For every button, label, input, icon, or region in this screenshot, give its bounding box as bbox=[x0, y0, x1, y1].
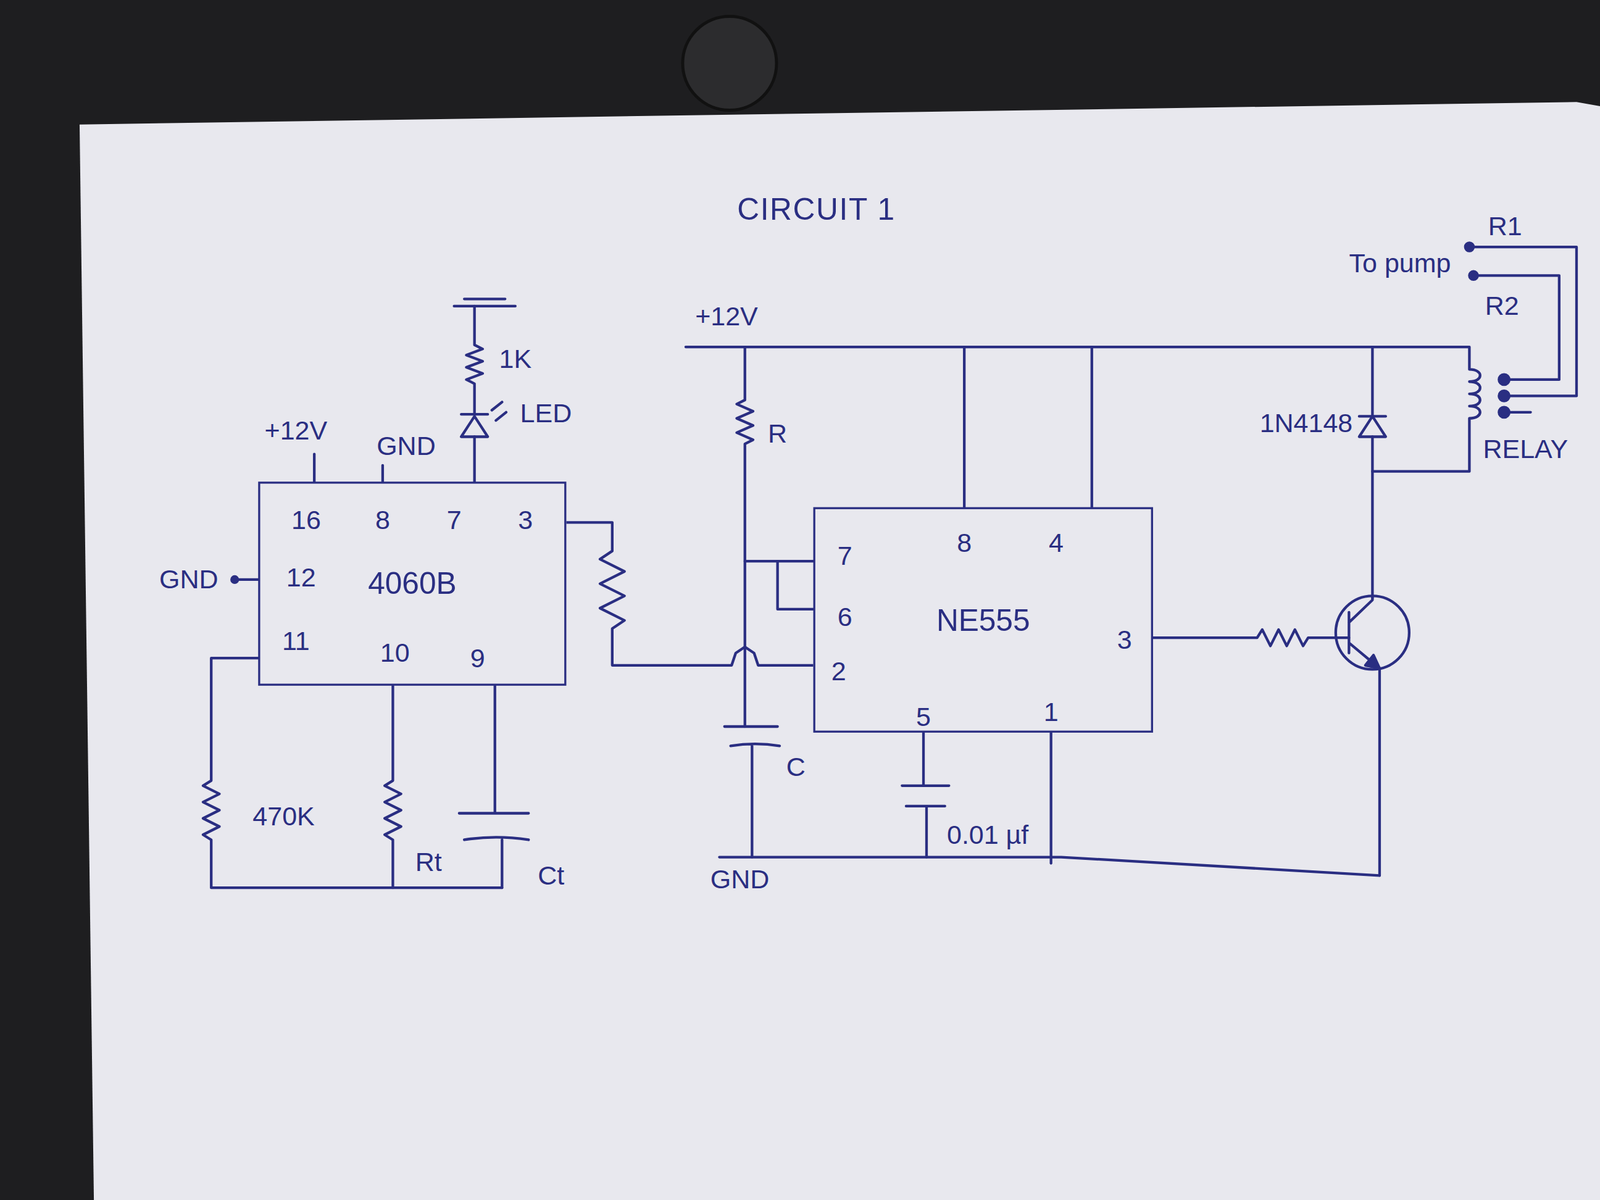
part-label: GND bbox=[376, 431, 436, 461]
supply-wire bbox=[964, 346, 1092, 508]
part-label: RELAY bbox=[1482, 434, 1568, 464]
ground-wire bbox=[237, 578, 259, 581]
chip-name: 4060B bbox=[359, 562, 465, 605]
terminal-dot bbox=[231, 576, 238, 583]
part-label: 1N4148 bbox=[1259, 408, 1354, 438]
supply-wire bbox=[312, 454, 316, 483]
capacitor-symbol bbox=[459, 685, 529, 888]
pin-number: 6 bbox=[837, 602, 853, 632]
part-label: GND bbox=[159, 564, 219, 594]
pin-number: 12 bbox=[286, 562, 317, 592]
part-label: +12V bbox=[695, 301, 759, 331]
part-label: 0.01 µf bbox=[946, 820, 1029, 850]
paper-sheet bbox=[79, 101, 1600, 1200]
ground-rail bbox=[719, 857, 1380, 876]
part-label: GND bbox=[710, 864, 770, 894]
part-label: +12V bbox=[264, 416, 328, 446]
part-label: C bbox=[786, 752, 806, 782]
ic-chip-box: NE555 bbox=[812, 507, 1153, 733]
pin-number: 5 bbox=[916, 702, 931, 732]
background-knob bbox=[682, 16, 777, 110]
pin-link-wire bbox=[745, 561, 814, 610]
transistor-symbol bbox=[1335, 595, 1410, 670]
resistor-symbol bbox=[203, 658, 502, 888]
led-symbol bbox=[461, 416, 488, 437]
capacitor-symbol bbox=[901, 732, 949, 858]
pin-number: 11 bbox=[282, 625, 310, 655]
pin-number: 9 bbox=[470, 643, 486, 673]
led-wire bbox=[473, 437, 476, 483]
resistor-symbol bbox=[737, 346, 754, 727]
pin-number: 3 bbox=[1117, 625, 1133, 655]
part-label: 1K bbox=[499, 344, 533, 374]
pin-number: 7 bbox=[446, 505, 462, 535]
pin-number: 10 bbox=[380, 638, 410, 668]
contact-dot bbox=[1498, 374, 1510, 386]
diode-wire bbox=[1359, 346, 1386, 599]
ground-symbol bbox=[454, 298, 516, 307]
pin-number: 16 bbox=[291, 505, 321, 535]
resistor-symbol bbox=[384, 685, 401, 888]
capacitor-symbol bbox=[724, 726, 780, 858]
diagram-title: CIRCUIT 1 bbox=[737, 192, 896, 227]
pin-number: 8 bbox=[956, 528, 972, 558]
diode-symbol bbox=[1359, 416, 1386, 437]
transistor-arrow bbox=[1365, 654, 1380, 668]
part-label: 470K bbox=[252, 801, 315, 831]
part-label: Ct bbox=[537, 861, 565, 891]
part-label: R2 bbox=[1485, 291, 1520, 321]
pin-number: 1 bbox=[1043, 697, 1059, 727]
terminal-dot bbox=[1469, 271, 1478, 280]
contact-dot bbox=[1498, 390, 1510, 402]
part-label: R1 bbox=[1488, 211, 1523, 241]
pin-number: 4 bbox=[1048, 528, 1064, 558]
pin-number: 7 bbox=[837, 541, 853, 571]
pin-number: 2 bbox=[831, 656, 847, 686]
pin-number: 3 bbox=[517, 505, 533, 535]
resistor-symbol bbox=[466, 306, 483, 415]
part-label: To pump bbox=[1349, 248, 1452, 278]
transistor-symbol bbox=[1348, 598, 1380, 876]
ground-wire bbox=[381, 465, 384, 482]
terminal-dot bbox=[1465, 242, 1474, 251]
part-label: R bbox=[767, 419, 788, 449]
part-label: LED bbox=[520, 398, 573, 428]
relay-coil bbox=[685, 346, 1481, 472]
pin-number: 8 bbox=[375, 505, 391, 535]
contact-dot bbox=[1498, 407, 1510, 418]
led-symbol bbox=[461, 401, 507, 421]
relay-contact-wire bbox=[1471, 246, 1577, 413]
resistor-symbol bbox=[1153, 629, 1349, 646]
ground-wire bbox=[1050, 732, 1053, 864]
part-label: Rt bbox=[415, 847, 442, 877]
chip-name: NE555 bbox=[928, 598, 1039, 642]
signal-wire bbox=[566, 522, 813, 665]
